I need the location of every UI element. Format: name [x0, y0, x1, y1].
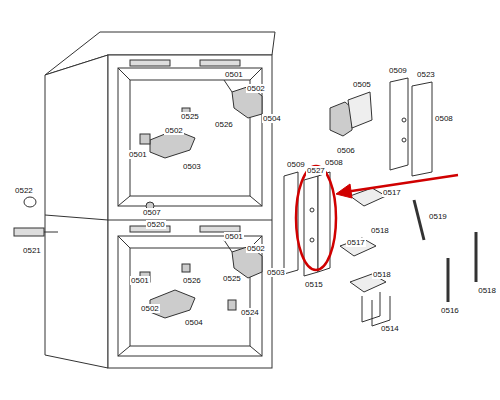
- callout-number: 0518: [477, 286, 497, 295]
- callout-number: 0507: [142, 208, 162, 217]
- callout-number: 0525: [222, 274, 242, 283]
- callout-number: 0501: [128, 150, 148, 159]
- callout-number: 0522: [14, 186, 34, 195]
- callout-number: 0504: [184, 318, 204, 327]
- callout-number: 0515: [304, 280, 324, 289]
- callout-number: 0523: [416, 70, 436, 79]
- callout-number: 0526: [214, 120, 234, 129]
- callout-number: 0521: [22, 246, 42, 255]
- callout-number: 0501: [130, 276, 150, 285]
- callout-number: 0502: [140, 304, 160, 313]
- callout-number: 0527: [306, 166, 326, 175]
- callout-number: 0506: [336, 146, 356, 155]
- callout-number: 0517: [346, 238, 366, 247]
- callout-number: 0518: [370, 226, 390, 235]
- callout-number: 0509: [388, 66, 408, 75]
- callout-number: 0509: [286, 160, 306, 169]
- callout-number: 0508: [324, 158, 344, 167]
- callout-number: 0517: [382, 188, 402, 197]
- callout-number: 0505: [352, 80, 372, 89]
- callout-number: 0524: [240, 308, 260, 317]
- callout-number: 0519: [428, 212, 448, 221]
- callout-number: 0526: [182, 276, 202, 285]
- callout-number: 0502: [246, 244, 266, 253]
- callout-number: 0501: [224, 70, 244, 79]
- callout-number: 0503: [266, 268, 286, 277]
- callout-number: 0502: [164, 126, 184, 135]
- callout-number: 0504: [262, 114, 282, 123]
- callout-number: 0518: [372, 270, 392, 279]
- callout-number: 0525: [180, 112, 200, 121]
- callout-number: 0503: [182, 162, 202, 171]
- callout-number: 0501: [224, 232, 244, 241]
- callout-number: 0502: [246, 84, 266, 93]
- callout-number: 0514: [380, 324, 400, 333]
- callout-number: 0520: [146, 220, 166, 229]
- callout-number: 0516: [440, 306, 460, 315]
- callout-number: 0508: [434, 114, 454, 123]
